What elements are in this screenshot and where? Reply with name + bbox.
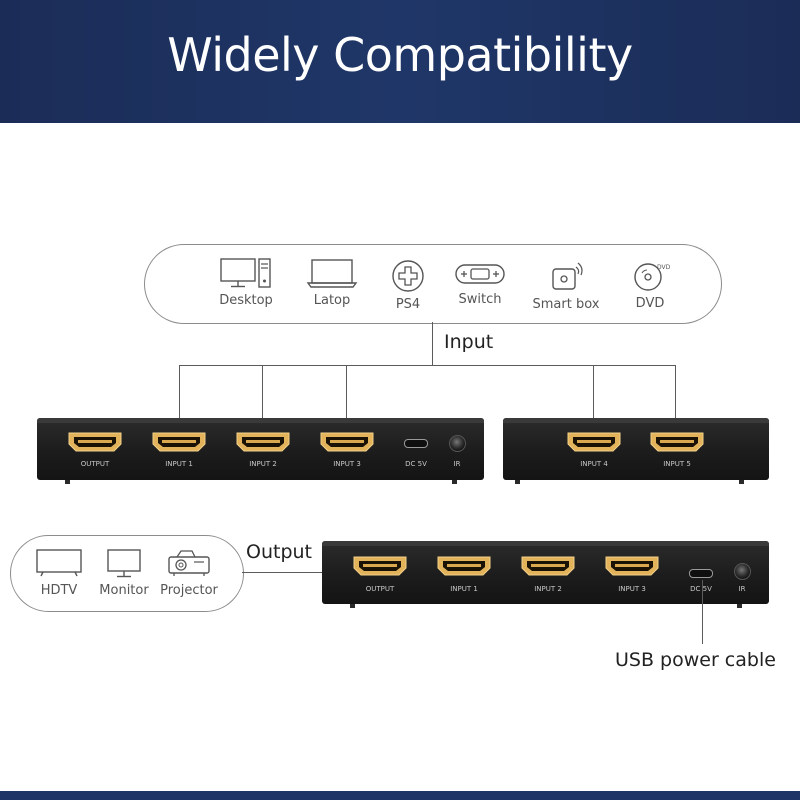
hdmi-port-icon: [152, 432, 206, 452]
device-edge: [503, 418, 769, 423]
usb-power-line: [702, 580, 704, 644]
port-label: INPUT 4: [580, 460, 608, 468]
display-label: Monitor: [99, 583, 149, 598]
input-drop-line: [179, 365, 181, 427]
svg-text:DVD: DVD: [657, 264, 670, 271]
source-laptop: Latop: [296, 257, 368, 308]
source-label: PS4: [395, 297, 421, 312]
switch-device-front: OUTPUT INPUT 1 INPUT 2 INPUT 3 DC 5V IR: [37, 418, 484, 484]
hdmi-port: [235, 431, 291, 457]
tv-icon: [36, 549, 82, 577]
ir-sensor: [734, 563, 751, 580]
dc-power-port: [689, 569, 713, 578]
hdmi-port-icon: [650, 432, 704, 452]
source-ps4: PS4: [378, 259, 438, 312]
port-label: OUTPUT: [365, 585, 395, 593]
ir-sensor: [449, 435, 466, 452]
device-foot: [515, 480, 520, 484]
display-label: Projector: [160, 583, 218, 598]
port-label: INPUT 2: [534, 585, 562, 593]
port-label: IR: [453, 460, 461, 468]
gamepad-icon: [392, 260, 424, 292]
page-title: Widely Compatibility: [167, 28, 633, 82]
port-label: INPUT 5: [663, 460, 691, 468]
smart-box-icon: [552, 262, 583, 290]
projector-icon: [168, 550, 210, 576]
port-label: INPUT 2: [249, 460, 277, 468]
switch-console-icon: [455, 264, 505, 284]
source-devices-panel: [144, 244, 722, 324]
footer-bar: [0, 791, 800, 800]
input-drop-line: [675, 365, 677, 427]
hdmi-port-icon: [353, 556, 407, 576]
port-label: INPUT 1: [165, 460, 193, 468]
input-drop-line: [346, 365, 348, 427]
source-dvd: DVD DVD: [624, 260, 676, 311]
hdmi-port-icon: [437, 556, 491, 576]
dvd-icon: DVD: [634, 263, 670, 291]
hdmi-port: [604, 555, 660, 581]
hdmi-port-icon: [521, 556, 575, 576]
monitor-icon: [107, 549, 141, 578]
display-label: HDTV: [40, 583, 78, 598]
source-smart-box: Smart box: [528, 261, 604, 312]
hdmi-port: [566, 431, 622, 457]
hdmi-port: [67, 431, 123, 457]
port-label: INPUT 3: [333, 460, 361, 468]
hdmi-port: [436, 555, 492, 581]
input-drop-line: [593, 365, 595, 427]
display-hdtv: HDTV: [28, 547, 90, 598]
device-foot: [65, 480, 70, 484]
device-edge: [322, 541, 769, 546]
device-foot: [350, 604, 355, 608]
hdmi-port-icon: [605, 556, 659, 576]
hdmi-port: [352, 555, 408, 581]
source-desktop: Desktop: [208, 257, 284, 308]
display-monitor: Monitor: [94, 547, 154, 598]
input-bus-line: [179, 365, 675, 367]
desktop-icon: [220, 258, 271, 288]
hdmi-port: [520, 555, 576, 581]
hdmi-port-icon: [68, 432, 122, 452]
output-label: Output: [246, 541, 312, 563]
output-line: [242, 572, 382, 574]
port-label: INPUT 3: [618, 585, 646, 593]
port-label: DC 5V: [405, 460, 427, 468]
laptop-icon: [306, 259, 358, 288]
source-label: Desktop: [219, 293, 273, 308]
usb-power-label: USB power cable: [615, 649, 776, 671]
device-edge: [37, 418, 484, 423]
dc-power-port: [404, 439, 428, 448]
device-foot: [452, 480, 457, 484]
hdmi-port-icon: [567, 432, 621, 452]
device-foot: [737, 604, 742, 608]
source-label: Smart box: [532, 297, 600, 312]
port-label: DC 5V: [690, 585, 712, 593]
switch-device-main: OUTPUT INPUT 1 INPUT 2 INPUT 3 DC 5V IR: [322, 541, 769, 608]
hdmi-port-icon: [236, 432, 290, 452]
hdmi-port: [151, 431, 207, 457]
source-label: Latop: [313, 293, 351, 308]
header-banner: Widely Compatibility: [0, 0, 800, 123]
source-switch: Switch: [450, 262, 510, 307]
input-drop-line: [262, 365, 264, 427]
source-label: DVD: [635, 296, 665, 311]
input-label: Input: [444, 331, 494, 353]
display-projector: Projector: [156, 547, 222, 598]
source-label: Switch: [458, 292, 502, 307]
hdmi-port-icon: [320, 432, 374, 452]
hdmi-port: [319, 431, 375, 457]
port-label: IR: [738, 585, 746, 593]
switch-device-back: INPUT 4 INPUT 5: [503, 418, 769, 484]
hdmi-port: [649, 431, 705, 457]
port-label: INPUT 1: [450, 585, 478, 593]
input-stem-line: [432, 322, 434, 365]
port-label: OUTPUT: [80, 460, 110, 468]
device-foot: [739, 480, 744, 484]
